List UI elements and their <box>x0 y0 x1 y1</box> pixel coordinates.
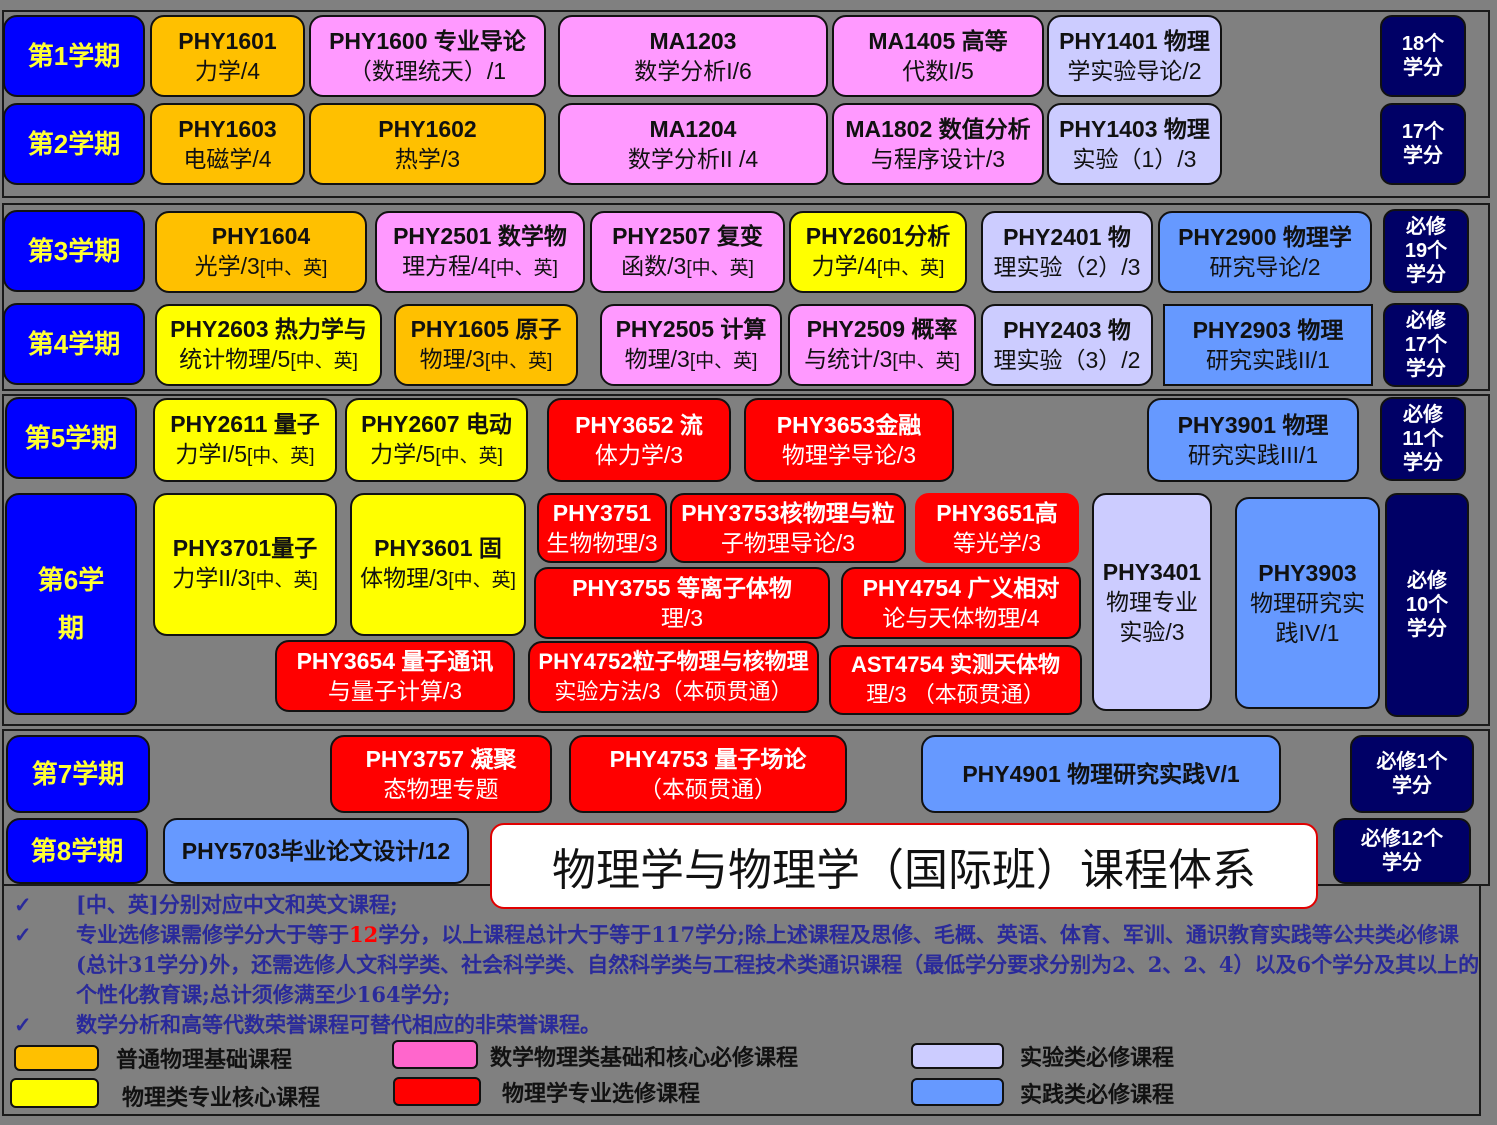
semester-7-credits: 必修1个学分 <box>1350 735 1474 813</box>
course-card[interactable]: PHY3654 量子通讯与量子计算/3 <box>275 640 515 712</box>
course-card[interactable]: AST4754 实测天体物理/3 （本硕贯通） <box>829 645 1082 715</box>
legend-swatch-orange <box>14 1045 99 1071</box>
semester-5-label: 第5学期 <box>5 397 137 479</box>
semester-5-credits: 必修11个学分 <box>1380 397 1466 481</box>
semester-3-credits: 必修19个学分 <box>1383 209 1469 293</box>
course-card[interactable]: PHY2505 计算物理/3[中、英] <box>600 304 782 386</box>
course-card[interactable]: PHY1600 专业导论（数理统天）/1 <box>309 15 546 97</box>
year3-frame <box>2 394 1490 726</box>
semester-6-credits: 必修10个学分 <box>1385 493 1469 717</box>
legend-label: 数学物理类基础和核心必修课程 <box>490 1045 799 1071</box>
semester-4-label: 第4学期 <box>3 303 145 385</box>
course-card[interactable]: MA1405 高等代数I/5 <box>832 15 1044 97</box>
course-card[interactable]: PHY4752粒子物理与核物理实验方法/3（本硕贯通） <box>528 641 819 713</box>
course-card[interactable]: PHY4901 物理研究实践V/1 <box>921 735 1281 813</box>
course-card[interactable]: PHY2603 热力学与统计物理/5[中、英] <box>155 304 382 386</box>
course-card[interactable]: PHY3601 固体物理/3[中、英] <box>350 493 526 636</box>
course-card[interactable]: PHY3901 物理研究实践III/1 <box>1147 398 1359 482</box>
course-card[interactable]: PHY4754 广义相对论与天体物理/4 <box>841 567 1081 639</box>
notes: ✓ [中、英]分别对应中文和英文课程; ✓ 专业选修课需修学分大于等于12学分，… <box>14 890 1484 1040</box>
semester-8-credits: 必修12个学分 <box>1333 818 1471 884</box>
legend-label: 实践类必修课程 <box>1020 1082 1175 1108</box>
course-card[interactable]: MA1802 数值分析与程序设计/3 <box>832 103 1044 185</box>
course-card[interactable]: PHY2509 概率与统计/3[中、英] <box>788 304 976 386</box>
note-item: ✓ 数学分析和高等代数荣誉课程可替代相应的非荣誉课程。 <box>14 1010 1484 1040</box>
course-card[interactable]: PHY2401 物理实验（2）/3 <box>981 211 1153 293</box>
course-card[interactable]: PHY2501 数学物理方程/4[中、英] <box>375 211 585 293</box>
semester-1-credits: 18个学分 <box>1380 15 1466 97</box>
course-card[interactable]: PHY2903 物理研究实践II/1 <box>1163 304 1373 386</box>
note-item: ✓ 专业选修课需修学分大于等于12学分，以上课程总计大于等于117学分;除上述课… <box>14 920 1484 1010</box>
legend-swatch-red <box>393 1077 481 1106</box>
course-card[interactable]: PHY3701量子力学II/3[中、英] <box>153 493 337 636</box>
course-card[interactable]: PHY2507 复变函数/3[中、英] <box>590 211 785 293</box>
course-card[interactable]: PHY2403 物理实验（3）/2 <box>981 304 1153 386</box>
course-card[interactable]: PHY3755 等离子体物理/3 <box>534 567 830 639</box>
course-card[interactable]: PHY2900 物理学研究导论/2 <box>1158 211 1372 293</box>
check-icon: ✓ <box>14 892 32 917</box>
check-icon: ✓ <box>14 1012 32 1037</box>
course-card[interactable]: PHY2601分析力学/4[中、英] <box>789 211 967 293</box>
legend-swatch-blue <box>911 1078 1004 1106</box>
course-card[interactable]: PHY4753 量子场论（本硕贯通） <box>569 735 847 813</box>
course-card[interactable]: PHY2611 量子力学I/5[中、英] <box>153 398 337 482</box>
semester-2-credits: 17个学分 <box>1380 103 1466 185</box>
semester-1-label: 第1学期 <box>3 15 145 97</box>
legend-swatch-lavender <box>911 1043 1004 1069</box>
semester-3-label: 第3学期 <box>3 210 145 292</box>
semester-4-credits: 必修17个学分 <box>1383 303 1469 387</box>
year2-frame <box>2 203 1490 391</box>
legend-label: 实验类必修课程 <box>1020 1045 1175 1071</box>
check-icon: ✓ <box>14 922 32 947</box>
course-card[interactable]: PHY3651高等光学/3 <box>915 493 1079 563</box>
course-card[interactable]: PHY2607 电动力学/5[中、英] <box>345 398 528 482</box>
course-card[interactable]: PHY3757 凝聚态物理专题 <box>330 735 552 813</box>
semester-6-label: 第6学期 <box>5 493 137 715</box>
course-card[interactable]: PHY1401 物理学实验导论/2 <box>1047 15 1222 97</box>
page-title: 物理学与物理学（国际班）课程体系 <box>490 823 1318 909</box>
legend-label: 物理学专业选修课程 <box>502 1081 701 1107</box>
course-card[interactable]: PHY3652 流体力学/3 <box>547 398 731 482</box>
course-card[interactable]: PHY1605 原子物理/3[中、英] <box>394 304 578 386</box>
semester-8-label: 第8学期 <box>6 818 148 884</box>
course-card[interactable]: PHY3653金融物理学导论/3 <box>744 398 954 482</box>
semester-2-label: 第2学期 <box>3 103 145 185</box>
legend-swatch-yellow <box>10 1078 99 1108</box>
semester-7-label: 第7学期 <box>6 735 150 813</box>
year1-frame <box>2 10 1490 198</box>
legend-swatch-pink <box>392 1040 478 1069</box>
legend-label: 物理类专业核心课程 <box>122 1085 321 1111</box>
legend-label: 普通物理基础课程 <box>116 1047 293 1073</box>
course-card[interactable]: PHY3753核物理与粒子物理导论/3 <box>670 493 906 563</box>
course-card[interactable]: PHY1403 物理实验（1）/3 <box>1047 103 1222 185</box>
course-card[interactable]: PHY5703毕业论文设计/12 <box>163 818 469 884</box>
note-item: ✓ [中、英]分别对应中文和英文课程; <box>14 890 1484 920</box>
